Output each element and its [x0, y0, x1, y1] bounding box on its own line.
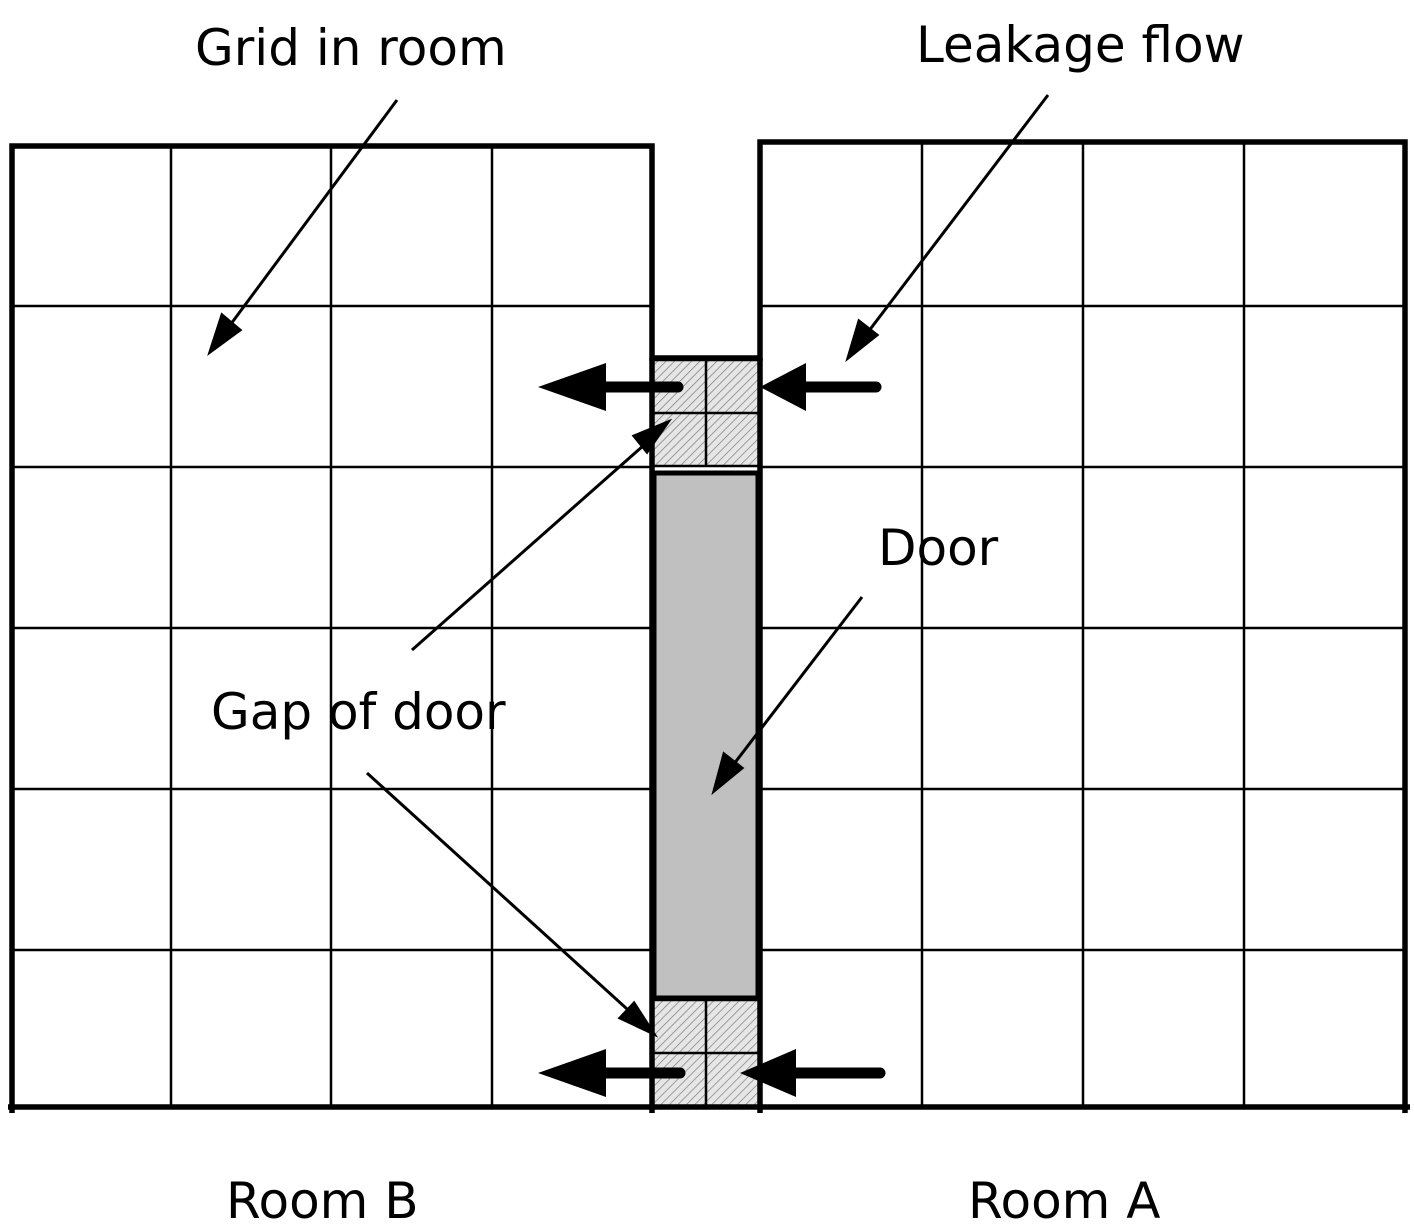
arrow-top-left: [538, 363, 606, 411]
arrow-top-right: [760, 363, 806, 411]
room-a-label: Room A: [968, 1172, 1160, 1226]
leader-arrowhead-gap-bottom: [617, 1000, 659, 1038]
walls: [8, 139, 1410, 1113]
door: [651, 470, 761, 1001]
room-b-grid: [12, 146, 652, 1107]
bottom-door-gap: [650, 998, 762, 1109]
leader-arrowhead-leakage: [845, 318, 880, 363]
leader-arrowhead-gap-top: [631, 418, 673, 455]
gap-of-door-label: Gap of door: [211, 683, 506, 741]
leakage-flow-label: Leakage flow: [916, 16, 1244, 74]
grid-in-room-label: Grid in room: [195, 19, 507, 77]
leader-arrowhead-grid: [207, 312, 243, 356]
leakage-flow-arrows: [538, 363, 886, 1097]
top-door-gap: [650, 358, 762, 468]
room-a-grid: [760, 142, 1405, 1107]
annotation-leaders: [207, 94, 1050, 1038]
arrow-bottom-left: [538, 1049, 606, 1097]
room-b-label: Room B: [226, 1172, 419, 1226]
door-label: Door: [878, 519, 999, 577]
leader-arrowhead-door: [711, 751, 745, 796]
arrow-bottom-right: [740, 1049, 796, 1097]
